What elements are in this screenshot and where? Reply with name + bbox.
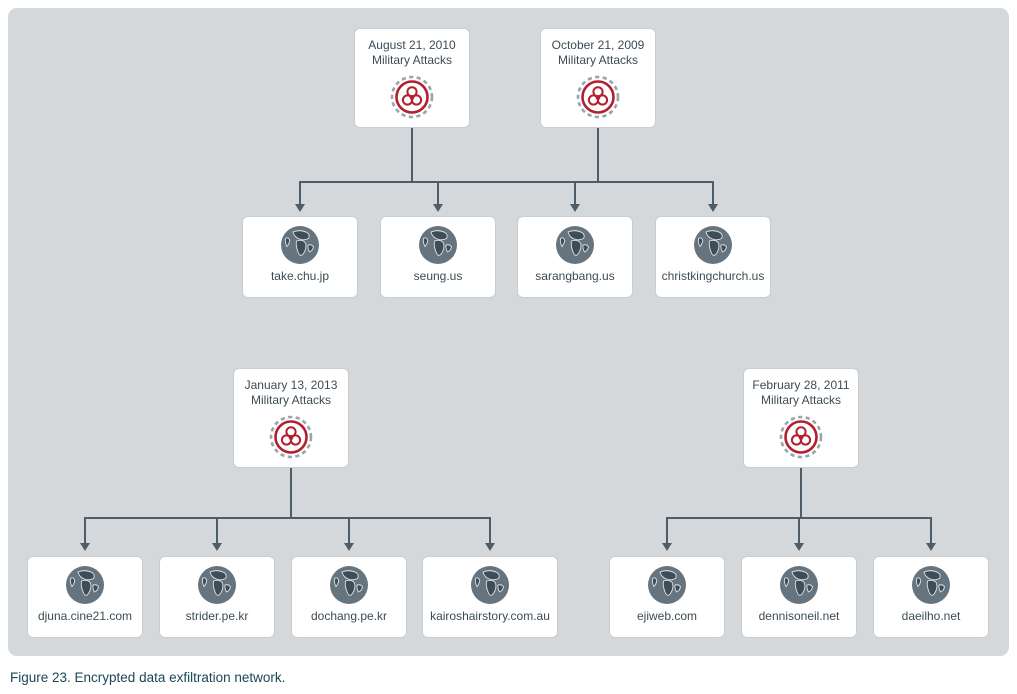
attack-date: October 21, 2009 [551,38,645,52]
domain-label: daeilho.net [901,609,961,623]
connector-line [574,182,576,205]
connector-line [930,518,932,544]
arrow-down-icon [433,204,443,212]
arrow-down-icon [212,543,222,551]
connector-line [84,518,86,544]
domain-node: take.chu.jp [242,216,358,298]
biohazard-icon [541,75,655,124]
arrow-down-icon [344,543,354,551]
attack-date: August 21, 2010 [368,38,456,52]
connector-line [216,518,218,544]
arrow-down-icon [926,543,936,551]
domain-label: dennisoneil.net [758,609,840,623]
connector-line [666,518,668,544]
arrow-down-icon [662,543,672,551]
connector-line [84,517,491,519]
connector-line [597,128,599,182]
domain-node: kairoshairstory.com.au [422,556,558,638]
attack-date: February 28, 2011 [752,378,850,392]
biohazard-icon [744,415,858,464]
arrow-down-icon [570,204,580,212]
globe-icon [610,565,724,607]
domain-label: strider.pe.kr [185,609,249,623]
connector-line [299,182,301,205]
connector-line [437,182,439,205]
connector-line [348,518,350,544]
arrow-down-icon [295,204,305,212]
globe-icon [518,225,632,267]
domain-label: sarangbang.us [535,269,615,283]
attack-node: August 21, 2010 Military Attacks [354,28,470,128]
domain-node: daeilho.net [873,556,989,638]
arrow-down-icon [708,204,718,212]
domain-node: djuna.cine21.com [27,556,143,638]
attack-type: Military Attacks [371,53,452,67]
connector-line [798,518,800,544]
connector-line [489,518,491,544]
diagram-panel [8,8,1009,656]
attack-node: January 13, 2013 Military Attacks [233,368,349,468]
connector-line [712,182,714,205]
domain-node: christkingchurch.us [655,216,771,298]
attack-node: February 28, 2011 Military Attacks [743,368,859,468]
attack-type: Military Attacks [760,393,841,407]
globe-icon [742,565,856,607]
attack-node: October 21, 2009 Military Attacks [540,28,656,128]
connector-line [411,128,413,182]
domain-label: djuna.cine21.com [37,609,133,623]
attack-date: January 13, 2013 [244,378,338,392]
globe-icon [874,565,988,607]
globe-icon [160,565,274,607]
biohazard-icon [355,75,469,124]
arrow-down-icon [794,543,804,551]
domain-label: seung.us [413,269,463,283]
domain-label: take.chu.jp [270,269,330,283]
globe-icon [656,225,770,267]
biohazard-icon [234,415,348,464]
globe-icon [28,565,142,607]
domain-node: dennisoneil.net [741,556,857,638]
domain-label: christkingchurch.us [661,269,765,283]
arrow-down-icon [485,543,495,551]
attack-type: Military Attacks [557,53,638,67]
globe-icon [292,565,406,607]
connector-line [299,181,714,183]
domain-node: seung.us [380,216,496,298]
globe-icon [243,225,357,267]
domain-node: ejiweb.com [609,556,725,638]
domain-node: sarangbang.us [517,216,633,298]
domain-node: strider.pe.kr [159,556,275,638]
domain-label: kairoshairstory.com.au [430,609,550,623]
connector-line [290,468,292,519]
domain-label: ejiweb.com [636,609,698,623]
globe-icon [423,565,557,607]
attack-type: Military Attacks [250,393,331,407]
domain-node: dochang.pe.kr [291,556,407,638]
connector-line [800,468,802,519]
arrow-down-icon [80,543,90,551]
figure-caption: Figure 23. Encrypted data exfiltration n… [10,670,286,685]
globe-icon [381,225,495,267]
domain-label: dochang.pe.kr [310,609,388,623]
